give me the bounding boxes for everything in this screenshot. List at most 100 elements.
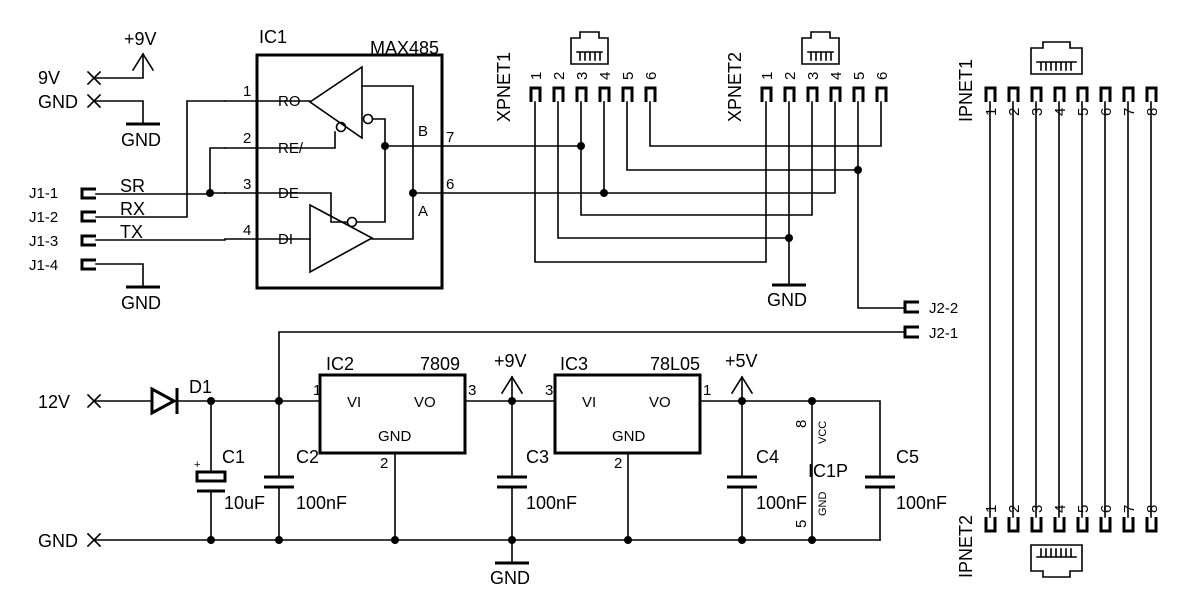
c3-value: 100nF	[526, 493, 577, 513]
wire-a-internal	[361, 85, 414, 240]
xpnet2-pin-6: 6	[874, 72, 891, 80]
c4-ref: C4	[756, 447, 779, 467]
ipnet1-pin-2: 2	[1006, 108, 1023, 116]
ipnet1-connector: IPNET1 1 2 3 4 5 6 7 8	[956, 41, 1161, 122]
ic1p-vcc: VCC	[817, 421, 829, 444]
c4-value: 100nF	[756, 493, 807, 513]
j1-pad	[80, 210, 96, 223]
capacitor-c5	[865, 475, 895, 489]
wire-pin2	[557, 101, 790, 239]
c1-ref: C1	[222, 447, 245, 467]
j1-pad	[80, 187, 96, 200]
ic3-pin-gnd: 2	[614, 455, 622, 472]
wire-j1-4	[95, 263, 144, 288]
xpnet1-pin-2: 2	[551, 72, 568, 80]
xpnet2-pin-5: 5	[851, 72, 868, 80]
j1-pad	[80, 234, 96, 247]
ic1-pin-num-7: 7	[446, 129, 454, 146]
ic1-max485: IC1 MAX485 RO RE/ DE DI B A 1 2 3 4 6 7	[224, 27, 454, 290]
junction	[808, 536, 816, 544]
ipnet1-pin-1: 1	[983, 108, 1000, 116]
ic3-vi: VI	[582, 394, 596, 411]
junction	[207, 536, 215, 544]
wire-9v	[93, 53, 144, 79]
gnd-label-bottom: GND	[490, 568, 530, 588]
ic1-body	[255, 53, 444, 290]
j1-2-label: J1-2	[29, 209, 58, 226]
xpnet-bus-wiring: GND	[441, 101, 906, 310]
rj-jack-icon	[570, 31, 609, 65]
xpnet1-ref: XPNET1	[494, 52, 514, 122]
ipnet1-pads	[984, 86, 1158, 102]
label-plus9v: +9V	[494, 351, 527, 371]
ic3-part: 78L05	[650, 354, 700, 374]
xpnet1-pin-3: 3	[574, 72, 591, 80]
ipnet1-pin-3: 3	[1029, 108, 1046, 116]
driver-enable-bubble	[346, 216, 358, 228]
vcc-arrow	[131, 52, 155, 72]
ic3-vo: VO	[649, 394, 671, 411]
ic1-ref: IC1	[259, 27, 287, 47]
capacitor-c2	[264, 475, 294, 489]
ic1-pin-num-1: 1	[243, 83, 251, 100]
ipnet2-pads	[984, 517, 1158, 533]
xpnet1-pads	[529, 86, 657, 102]
xpnet1-pin-5: 5	[620, 72, 637, 80]
xpnet1-pin-4: 4	[597, 72, 614, 80]
ic1-pin-num-4: 4	[243, 222, 251, 239]
wire-pin3	[580, 101, 813, 216]
ipnet2-pin-6: 6	[1098, 505, 1115, 513]
ic2-pin-out: 3	[468, 382, 476, 399]
ipnet2-pin-8: 8	[1144, 505, 1161, 513]
wire-pin1	[534, 101, 767, 263]
j2-header: J2-2 J2-1	[278, 300, 958, 401]
ic2-pin-gnd: 2	[380, 455, 388, 472]
junction	[508, 536, 516, 544]
wire-b-internal	[356, 118, 386, 223]
ic1-pin-a: A	[418, 203, 428, 220]
label-plus9v-top: +9V	[124, 29, 157, 49]
ipnet2-pin-5: 5	[1075, 505, 1092, 513]
label-9v: 9V	[38, 68, 60, 88]
j1-pad	[80, 258, 96, 271]
ic1-pin-num-3: 3	[243, 176, 251, 193]
junction	[738, 536, 746, 544]
ic1p-pin-gnd: 5	[793, 520, 810, 528]
wire-pin5	[626, 101, 859, 171]
wire-a-line	[441, 101, 836, 194]
c2-ref: C2	[296, 447, 319, 467]
d1-label: D1	[189, 377, 212, 397]
power-supply: 12V D1 + C1 10uF C2 100nF IC2 7809 VI VO…	[38, 351, 947, 588]
j1-header: J1-1 J1-2 J1-3 J1-4 SR RX TX GND	[29, 100, 226, 313]
receiver-enable-bubble	[335, 121, 347, 133]
label-12v: 12V	[38, 392, 70, 412]
ic2-body	[318, 373, 467, 455]
junction	[624, 536, 632, 544]
wire-5v-node	[699, 400, 881, 477]
ipnet1-pin-5: 5	[1075, 108, 1092, 116]
xpnet1-pin-6: 6	[643, 72, 660, 80]
rj-jack-icon	[801, 31, 840, 65]
wire-j2-1	[278, 331, 906, 401]
capacitor-c4	[727, 475, 757, 489]
ic3-pin-out: 1	[703, 382, 711, 399]
ipnet-wires	[989, 101, 1152, 518]
c1-plus: +	[194, 459, 200, 471]
power-input-9v: 9V GND +9V GND	[38, 29, 161, 150]
wire-rx	[95, 100, 226, 218]
junction	[600, 189, 608, 197]
xpnet2-pin-2: 2	[782, 72, 799, 80]
ic2-vo: VO	[414, 394, 436, 411]
receiver-buffer	[308, 65, 363, 140]
xpnet2-pin-1: 1	[759, 72, 776, 80]
ipnet2-connector: IPNET2 1 2 3 4 5 6 7 8	[956, 505, 1161, 578]
ic1p-gnd: GND	[817, 492, 829, 517]
c1-value: 10uF	[224, 493, 265, 513]
xpnet2-connector: XPNET2 1 2 3 4 5 6	[725, 31, 891, 122]
ic1p-ref: IC1P	[808, 461, 848, 481]
ipnet2-ref: IPNET2	[956, 515, 976, 578]
ipnet1-pin-7: 7	[1121, 108, 1138, 116]
label-gnd-in: GND	[38, 92, 78, 112]
xpnet2-ref: XPNET2	[725, 52, 745, 122]
